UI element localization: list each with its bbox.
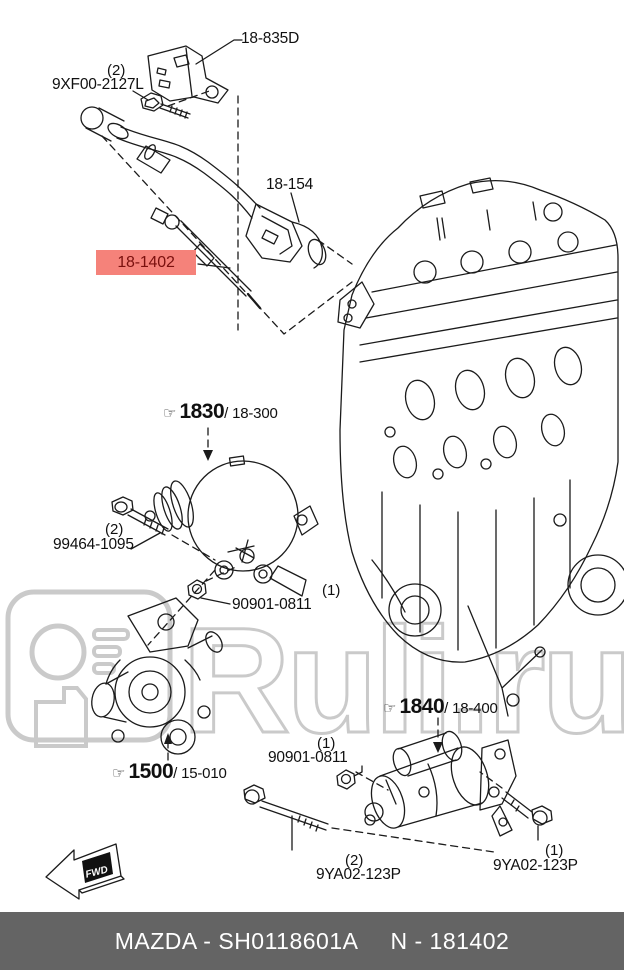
label-sensor-bolt-code: 9XF00-2127L [52, 76, 144, 93]
alternator-bolt-illustration [111, 496, 216, 561]
label-bracket-code: 18-835D [241, 30, 300, 47]
nut-upper-illustration [147, 565, 239, 646]
label-nut-alt-qty: (1) [322, 582, 341, 599]
label-sensor-bolt-qty: (2) [107, 62, 126, 79]
pointing-hand-icon: ☞ [383, 700, 397, 717]
ref-alternator-group[interactable]: ☞1830/ 18-300 [163, 400, 278, 424]
pointing-hand-icon: ☞ [112, 765, 126, 782]
diagram-canvas: Ruli.ru [5, 39, 624, 900]
starter-illustration [364, 717, 517, 837]
label-alt-bolt-code: 99464-1095 [53, 536, 134, 553]
watermark-text: Ruli.ru [182, 596, 624, 764]
alternator-illustration [144, 427, 319, 597]
ref-water-pump-group[interactable]: ☞1500/ 15-010 [112, 760, 227, 784]
label-nut-starter-code: 90901-0811 [268, 749, 348, 766]
ref-starter-group[interactable]: ☞1840/ 18-400 [383, 695, 498, 719]
harness-illustration [80, 106, 327, 269]
sensor-bolt-illustration [140, 92, 191, 119]
ref-group-number: 1830 [179, 400, 225, 423]
label-starter-bolt-a-qty: (2) [345, 852, 364, 869]
ref-section-number: / 15-010 [173, 765, 227, 782]
ref-group-number: 1500 [128, 760, 174, 783]
footer-brand-code: MAZDA - SH0118601A [114, 927, 359, 954]
starter-bolt-b-illustration [479, 771, 553, 841]
ref-group-number: 1840 [399, 695, 445, 718]
pointing-hand-icon: ☞ [163, 405, 177, 422]
watermark-logo: Ruli.ru [5, 589, 624, 766]
label-nut-starter-qty: (1) [317, 735, 336, 752]
footer-bar: MAZDA - SH0118601A N - 181402 [0, 912, 624, 970]
label-starter-bolt-a-code: 9YA02-123P [316, 866, 401, 883]
leader-lines-top [101, 39, 353, 335]
label-glow-plug-highlighted[interactable]: 18-1402 [96, 250, 196, 275]
footer-part-number: N - 181402 [390, 927, 510, 954]
nut-lower-illustration [336, 765, 389, 791]
label-harness-code: 18-154 [266, 176, 314, 193]
label-starter-bolt-b-qty: (1) [545, 842, 564, 859]
ref-section-number: / 18-300 [224, 405, 278, 422]
label-nut-alt-code: 90901-0811 [232, 596, 312, 613]
bracket-illustration [147, 45, 229, 104]
ref-section-number: / 18-400 [444, 700, 498, 717]
water-pump-illustration [91, 597, 223, 761]
label-starter-bolt-b-code: 9YA02-123P [493, 857, 578, 874]
engine-illustration [337, 177, 624, 717]
starter-bolt-a-illustration [243, 784, 495, 853]
fwd-arrow: FWD [45, 843, 125, 900]
glow-plug-illustration [150, 207, 262, 310]
label-alt-bolt-qty: (2) [105, 521, 124, 538]
fwd-label: FWD [84, 865, 109, 881]
